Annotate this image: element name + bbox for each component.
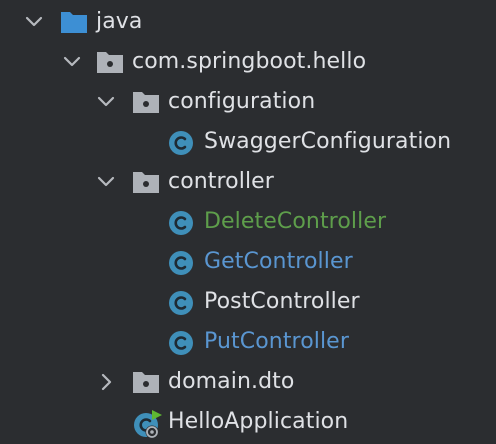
class-icon [168,130,196,156]
node-label: controller [168,169,274,194]
tree-node-configuration[interactable]: configuration [0,82,496,122]
node-label: GetController [204,249,353,274]
node-label: SwaggerConfiguration [204,129,452,154]
tree-node-get-controller[interactable]: GetController [0,242,496,282]
source-folder-icon [60,10,88,36]
node-label: java [96,9,143,34]
node-label: com.springboot.hello [132,49,367,74]
tree-node-domain-dto[interactable]: domain.dto [0,362,496,402]
package-icon [132,370,160,396]
chevron-down-icon[interactable] [94,90,118,114]
node-label: configuration [168,89,316,114]
tree-node-package[interactable]: com.springboot.hello [0,42,496,82]
node-label: domain.dto [168,369,295,394]
class-icon [168,210,196,236]
chevron-down-icon[interactable] [22,10,46,34]
package-icon [96,50,124,76]
package-icon [132,90,160,116]
node-label: HelloApplication [168,409,349,434]
class-icon [168,330,196,356]
tree-node-delete-controller[interactable]: DeleteController [0,202,496,242]
package-icon [132,170,160,196]
class-icon [168,290,196,316]
tree-node-java[interactable]: java [0,2,496,42]
class-icon [168,250,196,276]
tree-node-controller[interactable]: controller [0,162,496,202]
chevron-down-icon[interactable] [94,170,118,194]
tree-node-put-controller[interactable]: PutController [0,322,496,362]
spring-boot-class-icon [132,408,164,440]
node-label: PostController [204,289,360,314]
tree-node-hello-application[interactable]: HelloApplication [0,402,496,442]
node-label: PutController [204,329,349,354]
node-label: DeleteController [204,209,387,234]
chevron-down-icon[interactable] [60,50,84,74]
chevron-right-icon[interactable] [94,370,118,394]
tree-node-post-controller[interactable]: PostController [0,282,496,322]
tree-node-swagger-configuration[interactable]: SwaggerConfiguration [0,122,496,162]
